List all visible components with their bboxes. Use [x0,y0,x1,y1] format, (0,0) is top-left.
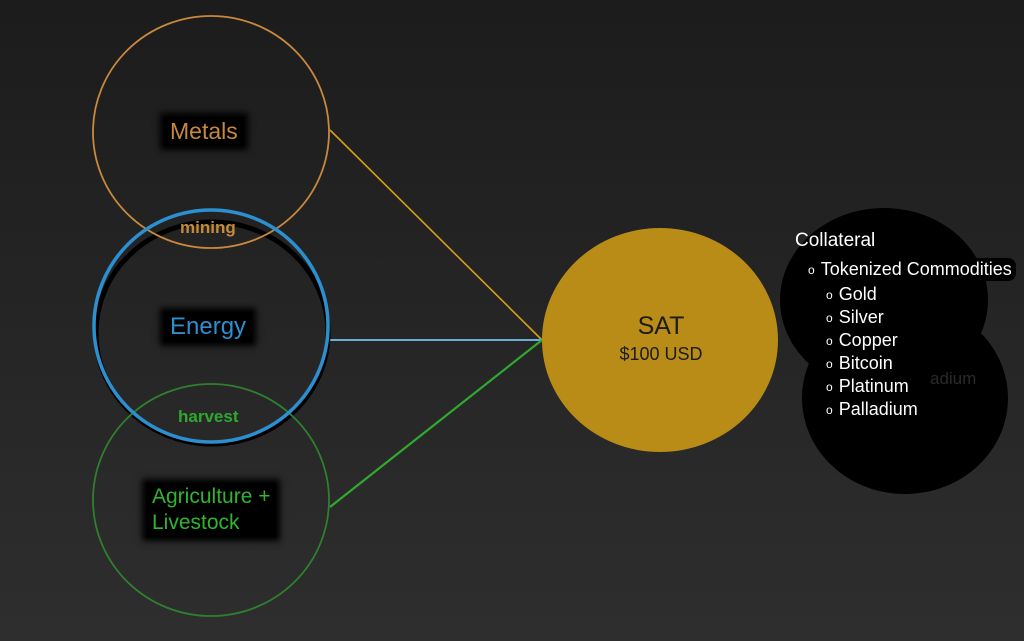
metals-circle [92,15,330,249]
bullet-marker: o [826,357,833,371]
metals-connector-line [329,129,543,341]
bullet-marker: o [808,263,815,277]
metals-label: Metals [164,117,244,146]
energy-circle [92,208,330,444]
collateral-item-label: Palladium [838,399,918,419]
collateral-item: o Silver [826,307,884,328]
harvest-overlap-label: harvest [178,407,239,426]
collateral-item-label: Copper [838,330,898,350]
sat-title: SAT [637,312,685,340]
collateral-item: o Palladium [826,399,918,420]
collateral-item-label: Silver [838,307,884,327]
sat-value: $100 USD [619,344,703,364]
bullet-marker: o [826,380,833,394]
agriculture-label-line1: Agriculture + [152,485,271,508]
collateral-item: o Bitcoin [826,353,893,374]
collateral-title: Collateral [795,230,876,251]
agriculture-circle [92,383,330,617]
sat-circle [542,228,778,452]
collateral-item: o Gold [826,284,877,305]
collateral-item-label: Platinum [838,376,909,396]
bullet-marker: o [826,311,833,325]
collateral-item: o Copper [826,330,898,351]
energy-label: Energy [164,312,253,342]
collateral-item: o Platinum [826,376,909,397]
collateral-category-label: Tokenized Commodities [820,259,1012,279]
agriculture-connector-line [329,339,543,508]
bullet-marker: o [826,403,833,417]
bullet-marker: o [826,288,833,302]
bullet-marker: o [826,334,833,348]
collateral-item-label: Bitcoin [838,353,893,373]
collateral-item-label: Gold [838,284,877,304]
collateral-shadow-blob-bottom [802,302,1008,494]
collateral-category: o Tokenized Commodities [804,258,1016,281]
mining-overlap-label: mining [180,218,236,237]
ghost-text: adium [930,369,977,388]
agriculture-label: Agriculture + Livestock [146,483,277,537]
agriculture-label-line2: Livestock [152,511,240,534]
